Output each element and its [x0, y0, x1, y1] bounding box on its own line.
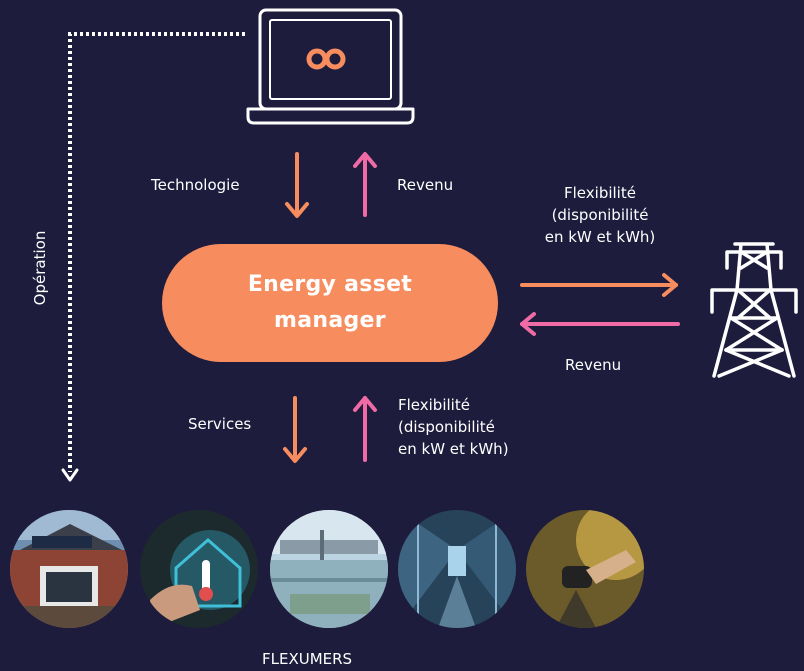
- arrow-flexibilite-up: [353, 396, 377, 462]
- flexumer-image-data-center: [398, 510, 516, 628]
- operation-arrowhead: [61, 468, 79, 482]
- flexumer-image-ev-charging: [526, 510, 644, 628]
- arrow-technologie-down: [285, 152, 309, 218]
- label-flexibilite-right: Flexibilité (disponibilité en kW et kWh): [520, 182, 680, 248]
- label-flex-right-line2: (disponibilité: [551, 206, 649, 224]
- label-flex-right-line3: en kW et kWh): [544, 228, 656, 246]
- infinity-logo-icon: [306, 48, 346, 70]
- label-flex-bottom-line2: (disponibilité: [398, 418, 495, 436]
- label-flex-right-line1: Flexibilité: [564, 184, 636, 202]
- laptop-icon: [246, 8, 415, 125]
- label-flexumers: FLEXUMERS: [262, 650, 353, 668]
- label-revenu-top: Revenu: [397, 176, 454, 194]
- arrow-revenu-up: [353, 152, 377, 217]
- arrow-flexibilite-right: [520, 273, 678, 297]
- label-technologie: Technologie: [151, 176, 240, 194]
- energy-asset-manager-line2: manager: [274, 308, 386, 333]
- power-tower-icon: [710, 242, 798, 378]
- flexumer-image-house-solar: [10, 510, 128, 628]
- label-flex-bottom-line3: en kW et kWh): [398, 440, 509, 458]
- label-flexibilite-bottom: Flexibilité (disponibilité en kW et kWh): [398, 394, 509, 460]
- operation-dotted-line: [68, 32, 245, 472]
- energy-asset-manager-box: Energy asset manager: [162, 244, 498, 362]
- energy-asset-manager-label: Energy asset manager: [248, 267, 412, 339]
- label-revenu-right: Revenu: [565, 356, 622, 374]
- label-operation: Opération: [31, 230, 49, 306]
- label-flex-bottom-line1: Flexibilité: [398, 396, 470, 414]
- flexumer-image-thermostat: [140, 510, 258, 628]
- label-services: Services: [188, 415, 252, 433]
- energy-asset-manager-line1: Energy asset: [247, 272, 413, 297]
- flexumer-image-water-treatment: [270, 510, 388, 628]
- arrow-services-down: [283, 396, 307, 463]
- arrow-revenu-left: [520, 312, 680, 336]
